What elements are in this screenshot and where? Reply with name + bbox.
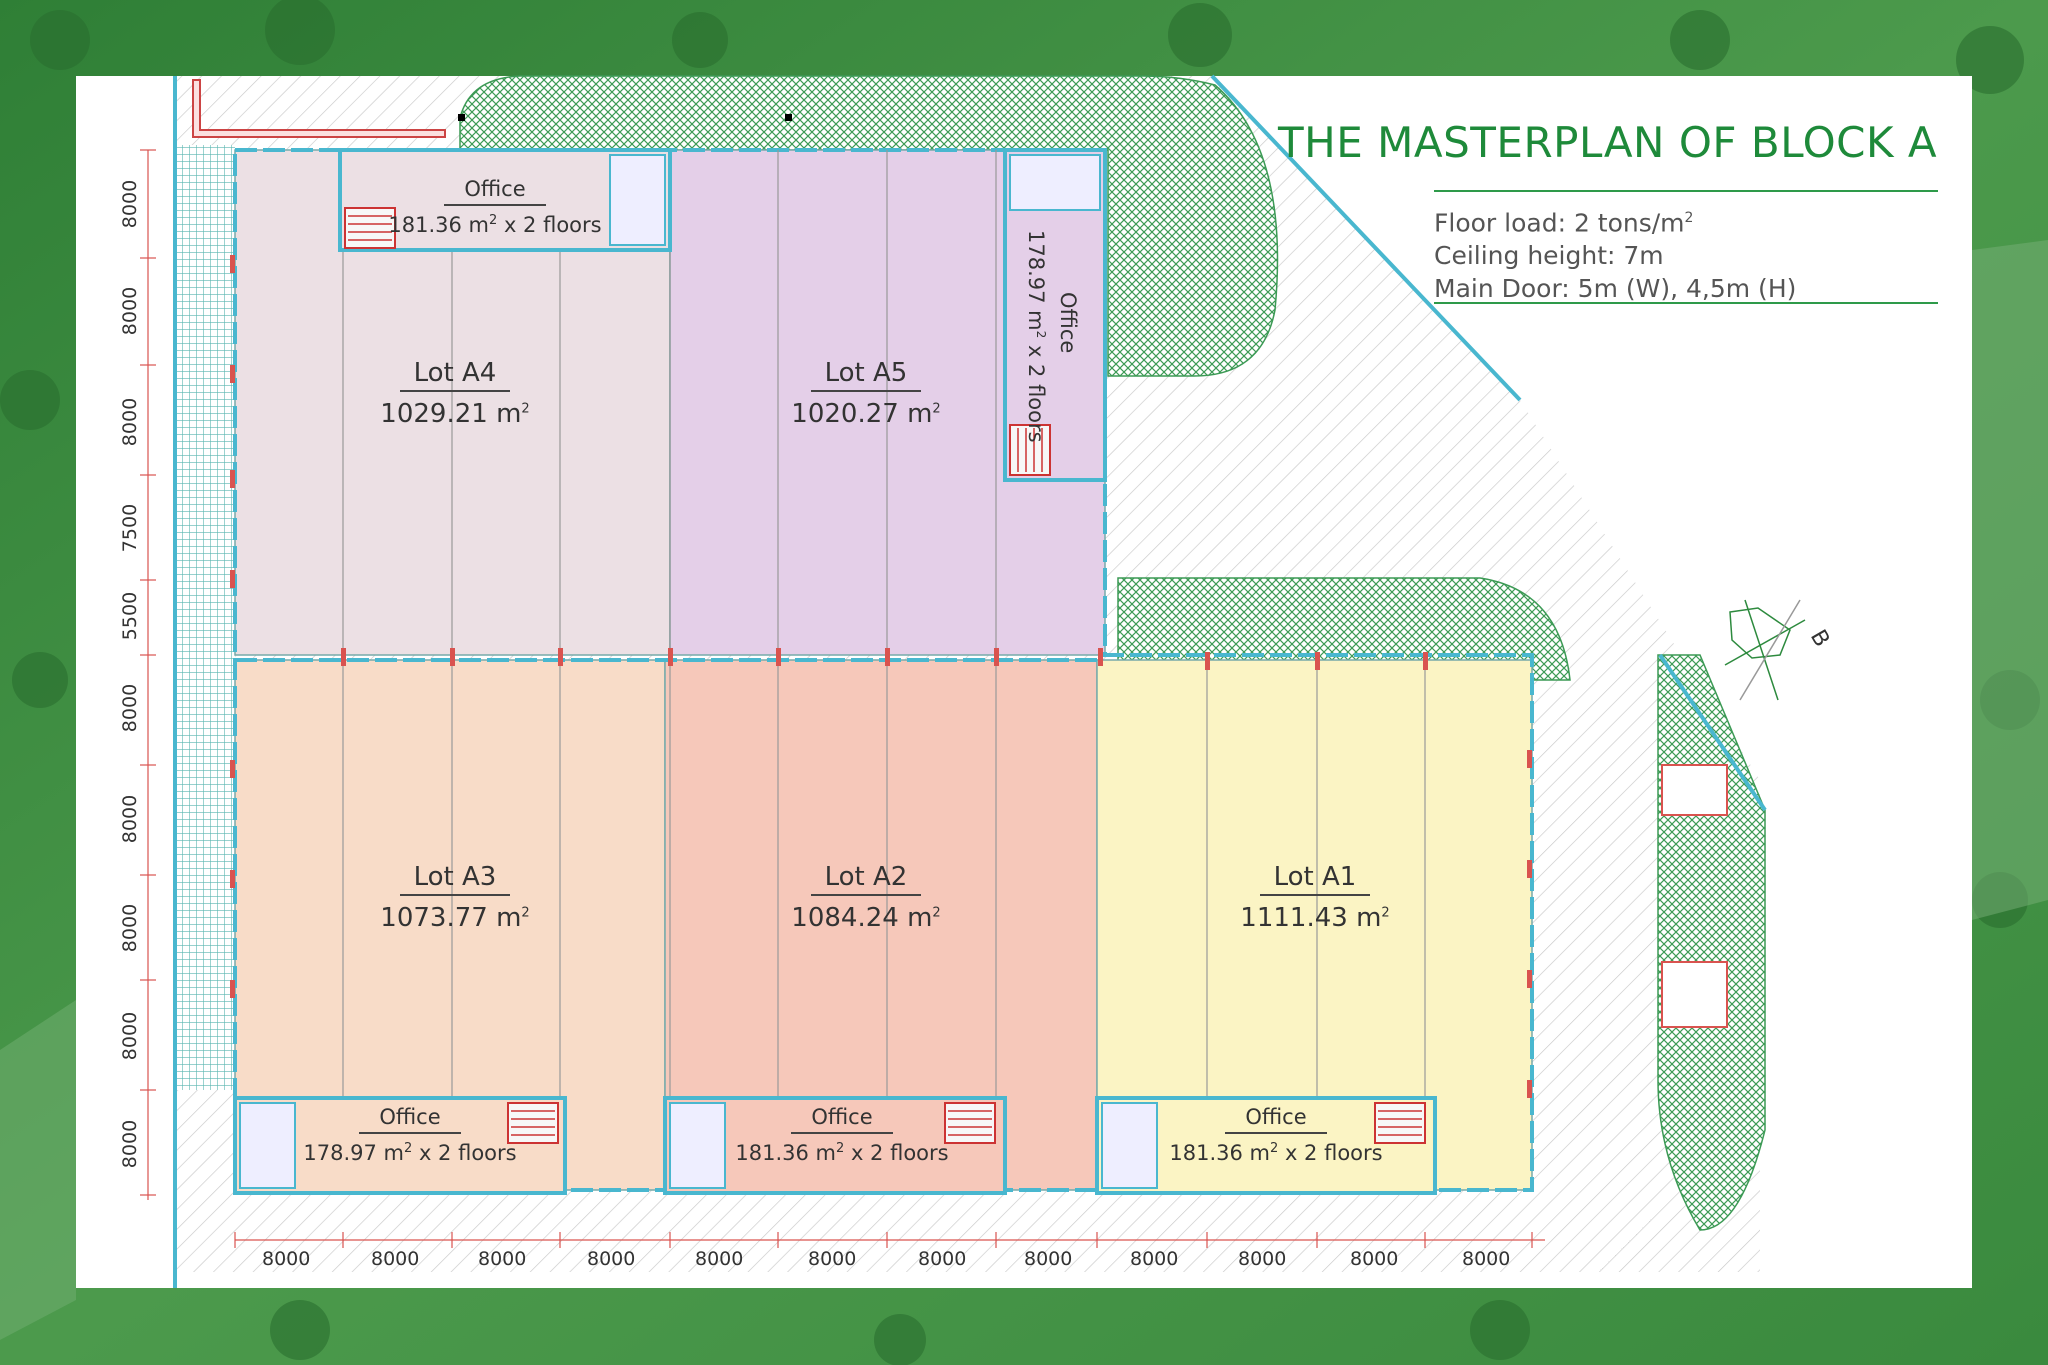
office-a5-label: Office	[1056, 292, 1080, 353]
office-a5-name: Office	[1056, 292, 1080, 354]
office-a2-area: 181.36 m2 x 2 floors	[735, 1141, 949, 1165]
dim-v-2: 8000	[119, 286, 141, 336]
dim-h-4: 8000	[587, 1248, 636, 1270]
specs-block: Floor load: 2 tons/m2 Ceiling height: 7m…	[1434, 202, 1796, 305]
lot-a5-name: Lot A5	[810, 356, 922, 392]
dim-h-3: 8000	[478, 1248, 527, 1270]
office-a3-label: Office 178.97 m2 x 2 floors	[300, 1102, 520, 1168]
office-a2-label: Office 181.36 m2 x 2 floors	[732, 1102, 952, 1168]
lot-a4-label: Lot A4 1029.21 m2	[345, 356, 565, 431]
office-a5-area-label: 178.97 m2 x 2 floors	[1024, 230, 1048, 443]
dim-v-9: 8000	[119, 1011, 141, 1061]
dim-h-6: 8000	[808, 1248, 857, 1270]
title-divider	[1434, 190, 1938, 192]
lot-a1-label: Lot A1 1111.43 m2	[1205, 860, 1425, 935]
left-grid-strip	[177, 145, 235, 1090]
dim-v-6: 8000	[119, 683, 141, 733]
lot-a3-area-text: 1073.77 m2	[380, 902, 530, 933]
dim-h-10: 8000	[1238, 1248, 1287, 1270]
dim-v-8: 8000	[119, 903, 141, 953]
dim-v-5: 5500	[119, 591, 141, 641]
lot-a4-name: Lot A4	[399, 356, 511, 392]
gatehouse-1	[1661, 764, 1728, 816]
dim-h-5: 8000	[695, 1248, 744, 1270]
office-a3-name: Office	[359, 1102, 461, 1134]
lot-a3-label: Lot A3 1073.77 m2	[345, 860, 565, 935]
office-a4-name: Office	[444, 174, 546, 206]
green-area-top	[459, 75, 1279, 377]
gatehouse-2	[1661, 961, 1728, 1028]
page-title: THE MASTERPLAN OF BLOCK A	[1278, 118, 1938, 167]
dim-h-2: 8000	[371, 1248, 420, 1270]
office-block-a4	[338, 148, 672, 252]
dim-v-7: 8000	[119, 794, 141, 844]
dim-h-12: 8000	[1462, 1248, 1511, 1270]
compass-icon	[1724, 599, 1806, 701]
office-block-a3	[233, 1096, 567, 1195]
lot-a2-area-text: 1084.24 m2	[791, 902, 941, 933]
office-a1-label: Office 181.36 m2 x 2 floors	[1166, 1102, 1386, 1168]
lot-a3-name: Lot A3	[399, 860, 511, 896]
dim-v-4: 7500	[119, 503, 141, 553]
lot-a1-area-text: 1111.43 m2	[1240, 902, 1390, 933]
office-a2-name: Office	[791, 1102, 893, 1134]
office-a3-area: 178.97 m2 x 2 floors	[303, 1141, 517, 1165]
dim-v-3: 8000	[119, 397, 141, 447]
lot-a5-area-text: 1020.27 m2	[791, 398, 941, 429]
ceiling-height-text: Ceiling height: 7m	[1434, 241, 1664, 271]
dim-h-9: 8000	[1130, 1248, 1179, 1270]
site-boundary	[1210, 74, 1767, 812]
office-block-a5	[1003, 148, 1107, 482]
dim-v-10: 8000	[119, 1119, 141, 1169]
floor-load-text: Floor load: 2 tons/m2	[1434, 208, 1694, 238]
dim-h-11: 8000	[1350, 1248, 1399, 1270]
lot-a1-name: Lot A1	[1259, 860, 1371, 896]
office-block-a2	[663, 1096, 1007, 1195]
dim-h-1: 8000	[262, 1248, 311, 1270]
lot-a4-area-text: 1029.21 m2	[380, 398, 530, 429]
office-a1-name: Office	[1225, 1102, 1327, 1134]
office-a1-area: 181.36 m2 x 2 floors	[1169, 1141, 1383, 1165]
lot-a2-label: Lot A2 1084.24 m2	[756, 860, 976, 935]
office-a4-label: Office 181.36 m2 x 2 floors	[385, 174, 605, 240]
dim-h-7: 8000	[918, 1248, 967, 1270]
dim-v-1: 8000	[119, 179, 141, 229]
lot-a5-label: Lot A5 1020.27 m2	[756, 356, 976, 431]
main-door-text: Main Door: 5m (W), 4,5m (H)	[1434, 274, 1797, 304]
green-area-right	[1657, 654, 1766, 1231]
dim-h-8: 8000	[1024, 1248, 1073, 1270]
lot-a2-name: Lot A2	[810, 860, 922, 896]
specs-divider	[1434, 302, 1938, 304]
office-block-a1	[1095, 1096, 1437, 1195]
office-a4-area: 181.36 m2 x 2 floors	[388, 213, 602, 237]
